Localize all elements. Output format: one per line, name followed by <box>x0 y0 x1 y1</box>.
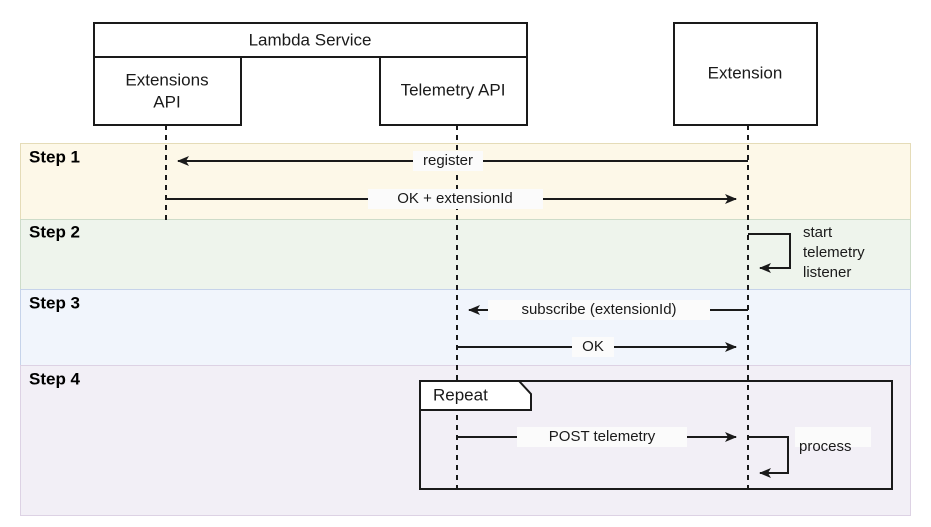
self-message-label-start: start <box>803 224 833 241</box>
repeat-fragment <box>419 380 893 490</box>
step-label-1: Step 1 <box>29 147 80 166</box>
repeat-fragment-label: Repeat <box>433 385 488 404</box>
self-message-label-telemetry: telemetry <box>803 244 865 261</box>
message-label-ok-extensionid: OK + extensionId <box>397 190 513 207</box>
message-label-subscribe: subscribe (extensionId) <box>521 301 676 318</box>
step-label-2: Step 2 <box>29 222 80 241</box>
step-label-3: Step 3 <box>29 293 80 312</box>
step-label-4: Step 4 <box>29 369 81 388</box>
telemetry-api-box <box>379 56 528 126</box>
step-bands <box>20 143 911 516</box>
lambda-service-box <box>93 22 528 58</box>
repeat-frame <box>419 380 893 490</box>
step-band-2 <box>20 219 911 290</box>
lifelines <box>165 125 749 490</box>
repeat-tab <box>419 380 532 411</box>
self-message-process <box>748 436 789 478</box>
extension-box <box>673 22 818 126</box>
telemetry-api-label: Telemetry API <box>401 80 506 99</box>
extensions-api-label-line1: Extensions <box>125 70 208 89</box>
message-label-ok: OK <box>582 338 604 355</box>
self-message-start-telemetry-listener <box>748 233 791 273</box>
lambda-service-label: Lambda Service <box>249 30 372 49</box>
extensions-api-label-line2: API <box>153 92 180 111</box>
step-band-3 <box>20 289 911 366</box>
self-message-label-process: process <box>799 438 852 455</box>
message-label-post-telemetry: POST telemetry <box>549 428 656 445</box>
extensions-api-box <box>93 56 242 126</box>
message-label-register: register <box>423 152 473 169</box>
participant-boxes <box>93 22 818 126</box>
extension-label: Extension <box>708 63 783 82</box>
self-message-label-listener: listener <box>803 264 851 281</box>
